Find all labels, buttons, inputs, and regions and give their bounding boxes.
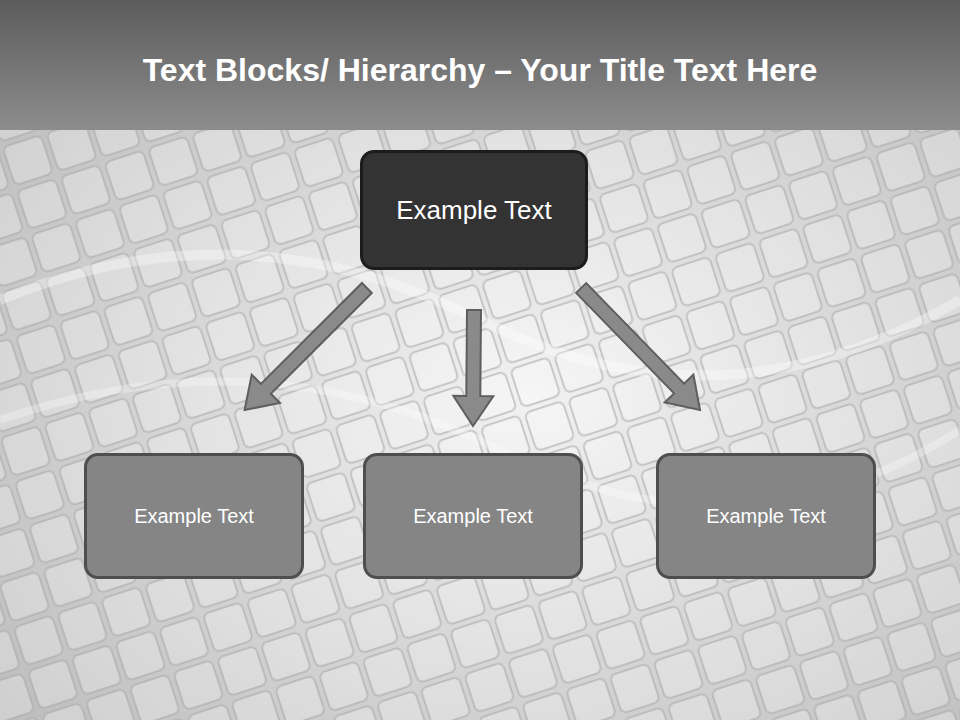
block-arrow bbox=[453, 310, 493, 426]
box-text: Example Text bbox=[706, 505, 826, 528]
box-text: Example Text bbox=[413, 505, 533, 528]
box-text: Example Text bbox=[134, 505, 254, 528]
parent-box: Example Text bbox=[360, 150, 588, 270]
slide-title: Text Blocks/ Hierarchy – Your Title Text… bbox=[0, 52, 960, 89]
box-text: Example Text bbox=[396, 195, 552, 226]
child-box: Example Text bbox=[363, 453, 583, 579]
block-arrow bbox=[576, 283, 700, 410]
child-box: Example Text bbox=[656, 453, 876, 579]
child-box: Example Text bbox=[84, 453, 304, 579]
block-arrow bbox=[245, 283, 372, 410]
